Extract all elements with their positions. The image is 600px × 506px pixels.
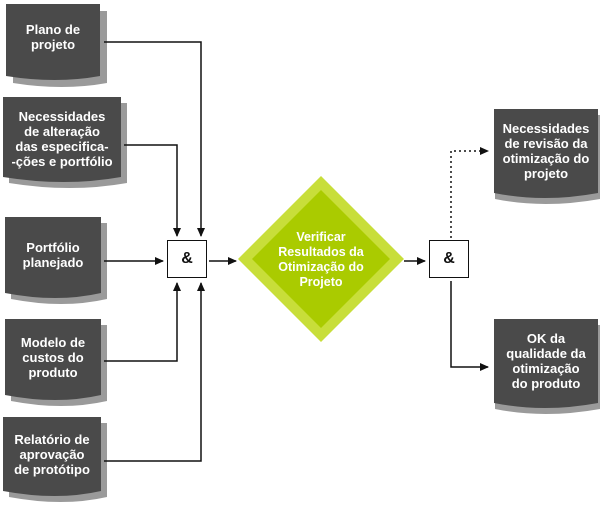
connector-split-ok bbox=[450, 281, 489, 371]
event-label-relatorio-aprovacao: Relatório de aprovação de protótipo bbox=[14, 431, 90, 477]
function-diamond bbox=[238, 176, 404, 342]
connector-modelo bbox=[104, 282, 181, 362]
event-shape-relatorio-aprovacao bbox=[3, 417, 107, 502]
event-label-ok-qualidade: OK da qualidade da otimização do produto bbox=[506, 331, 586, 391]
event-label-portfolio-planejado: Portfólio planejado bbox=[22, 240, 84, 270]
event-shape-modelo-de-custos bbox=[5, 319, 107, 406]
join-and-operator: & bbox=[167, 240, 207, 278]
event-shape-plano-de-projeto bbox=[6, 4, 107, 87]
function-label: Verificar Resultados da Otimização do Pr… bbox=[278, 230, 364, 289]
split-and-operator: & bbox=[429, 240, 469, 278]
connector-necessidades bbox=[124, 144, 181, 237]
event-shape-portfolio-planejado bbox=[5, 217, 107, 304]
event-shape-necessidades-alteracao bbox=[3, 97, 127, 188]
event-shape-necessidades-revisao bbox=[494, 109, 600, 204]
connector-relatorio bbox=[104, 282, 205, 462]
connector-plano bbox=[104, 41, 205, 237]
event-label-plano-de-projeto: Plano de projeto bbox=[25, 22, 81, 52]
event-shape-ok-qualidade bbox=[494, 319, 600, 414]
connector-split-revisao bbox=[450, 147, 489, 238]
event-label-necessidades-revisao: Necessidades de revisão da otimização do… bbox=[502, 121, 590, 181]
event-label-modelo-de-custos: Modelo de custos do produto bbox=[20, 334, 86, 380]
event-label-necessidades-alteracao: Necessidades de alteração das especifica… bbox=[11, 109, 113, 169]
